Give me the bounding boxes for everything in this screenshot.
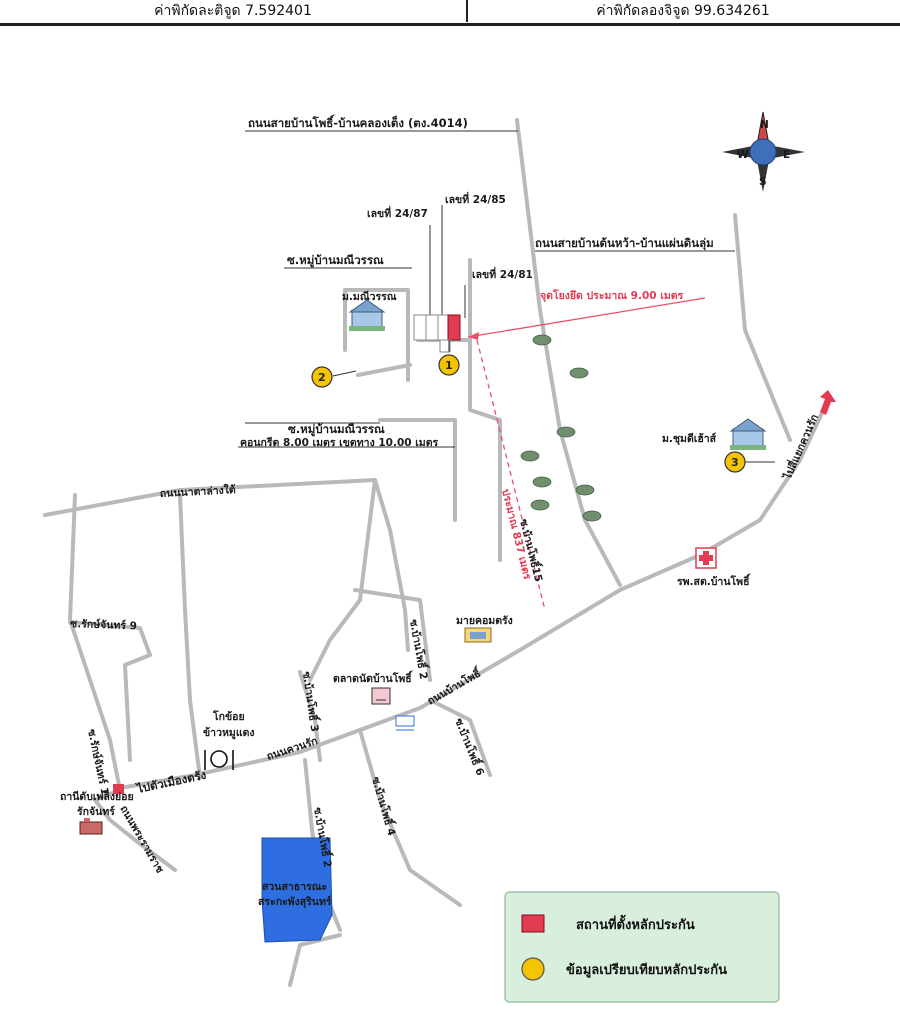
label-soi-banpho-a: ซ.บ้านโพธิ์ 2 xyxy=(407,618,432,680)
label-park-2: สระกะพังสุรินทร์ xyxy=(258,895,332,909)
label-khotoy-1: โกข้อย xyxy=(212,710,245,723)
legend: สถานที่ตั้งหลักประกัน ข้อมูลเปรียบเทียบห… xyxy=(504,891,780,1003)
restaurant-icon xyxy=(204,750,234,770)
marker-3: 3 xyxy=(724,451,775,473)
village-icon-manee xyxy=(348,299,386,331)
road-main-banpho xyxy=(118,398,830,790)
longitude-cell: ค่าพิกัดลองจิจูด 99.634261 xyxy=(596,3,770,19)
plots xyxy=(413,314,461,353)
label-road-right: ถนนสายบ้านต้นหว้า-บ้านแผ่นดินลุ่ม xyxy=(535,236,714,251)
kuanrak-arrow xyxy=(820,390,836,415)
road-inner-c xyxy=(353,588,432,682)
marker-2: 2 xyxy=(311,366,357,388)
label-soi-manee-top: ซ.หมู่บ้านมณีวรรณ xyxy=(287,253,384,268)
tree-icons xyxy=(520,334,602,522)
latitude-cell: ค่าพิกัดละติจูด 7.592401 xyxy=(0,0,468,22)
mycom-icon xyxy=(464,627,492,643)
road-inner-b xyxy=(298,670,322,762)
road-rakchan9 xyxy=(68,620,152,762)
road-lower-manee xyxy=(378,418,457,522)
coordinate-header: ค่าพิกัดละติจูด 7.592401 ค่าพิกัดลองจิจู… xyxy=(0,0,900,26)
road-right-inner xyxy=(308,598,362,682)
marker-1-label: 1 xyxy=(445,359,453,372)
label-mycom: มายคอมตรัง xyxy=(456,615,513,627)
label-road-top: ถนนสายบ้านโพธิ์-บ้านคลองเต็ง (ตง.4014) xyxy=(248,114,468,130)
label-market: ตลาดนัดบ้านโพธิ์ xyxy=(333,670,413,685)
label-road-banpho: ถนนบ้านโพธิ์ xyxy=(424,664,484,708)
location-map: N S W E xyxy=(43,111,836,1003)
label-soi-banpho-b: ซ.บ้านโพธิ์ 3 xyxy=(300,670,323,732)
road-left-mid xyxy=(358,478,377,602)
legend-collateral-swatch xyxy=(521,914,545,933)
compass-e: E xyxy=(783,149,790,161)
road-banpho4 xyxy=(358,728,462,907)
marker-1: 1 xyxy=(438,340,460,376)
compass-n: N xyxy=(760,119,769,131)
collateral-plot xyxy=(447,314,461,341)
label-village-chumdee: ม.ชุมดีเฮ้าส์ xyxy=(662,432,717,446)
road-right-vertical xyxy=(733,213,792,442)
label-concrete: คอนกรีต 8.00 เมตร เขตทาง 10.00 เมตร xyxy=(240,436,439,449)
label-khotoy-2: ข้าวหมูแดง xyxy=(203,726,255,740)
road-rakchan1 xyxy=(93,788,177,872)
road-network xyxy=(43,118,830,987)
bank-icon xyxy=(395,715,415,731)
road-manee-left-stub xyxy=(343,288,412,377)
label-road-kuanrak: ถนนควนรัก xyxy=(265,735,319,763)
label-plot-8524: เลขที่ 24/85 xyxy=(445,191,506,206)
legend-comparison-swatch xyxy=(521,957,545,981)
label-soi-banpho4: ซ.บ้านโพธิ์ 4 xyxy=(369,775,400,838)
road-bottom-stub xyxy=(288,933,342,987)
road-manee-west xyxy=(343,288,410,382)
road-inner-a xyxy=(178,493,202,780)
map-labels: ถนนสายบ้านโพธิ์-บ้านคลองเต็ง (ตง.4014) ถ… xyxy=(60,114,821,909)
label-fire-1: ถานีดับเพลิงย่อย xyxy=(60,790,134,803)
road-manee-soi xyxy=(416,338,502,562)
compass-w: W xyxy=(737,149,749,161)
label-plot-8124: เลขที่ 24/81 xyxy=(472,266,533,281)
label-to-city: ไปตัวเมืองตรัง xyxy=(134,768,208,797)
label-soi-rakchan9: ซ.รักษ์จันทร์ 9 xyxy=(70,617,137,632)
distance-pointers xyxy=(467,297,706,611)
label-to-kuanrak: ไปสี่แยกควนรัก xyxy=(779,411,821,482)
label-plot-8724: เลขที่ 24/87 xyxy=(367,205,428,220)
label-distance-east: จุดโยงยึด ประมาณ 9.00 เมตร xyxy=(540,289,684,303)
label-leader-lines xyxy=(238,130,735,448)
label-fire-2: รักจันทร์ xyxy=(77,805,115,818)
road-top-vertical xyxy=(515,118,622,587)
label-soi-manee-main: ซ.หมู่บ้านมณีวรรณ xyxy=(288,422,385,437)
legend-collateral-label: สถานที่ตั้งหลักประกัน xyxy=(576,914,695,933)
compass-s: S xyxy=(759,176,767,188)
legend-comparison-label: ข้อมูลเปรียบเทียบหลักประกัน xyxy=(566,962,727,978)
hospital-icon xyxy=(695,547,717,569)
market-icon xyxy=(371,687,391,705)
road-banpho6 xyxy=(428,698,492,777)
label-village-manee: ม.มณีวรรณ xyxy=(342,290,397,303)
road-left-top xyxy=(43,478,410,652)
marker-2-label: 2 xyxy=(318,371,326,384)
public-park xyxy=(261,837,333,943)
fire-station-icon xyxy=(79,818,103,835)
city-direction-pin xyxy=(113,784,124,794)
label-hospital: รพ.สต.บ้านโพธิ์ xyxy=(677,573,751,588)
village-icon-chumdee xyxy=(729,418,767,450)
label-road-rama: ถนนพระรามราช xyxy=(117,804,165,876)
marker-3-label: 3 xyxy=(731,456,739,469)
label-road-natalang: ถนนนาตาล่างใต้ xyxy=(159,482,236,500)
compass-rose: N S W E xyxy=(722,111,805,192)
label-park-1: สวนสาธารณะ xyxy=(262,881,327,893)
road-left-vertical xyxy=(68,493,122,792)
